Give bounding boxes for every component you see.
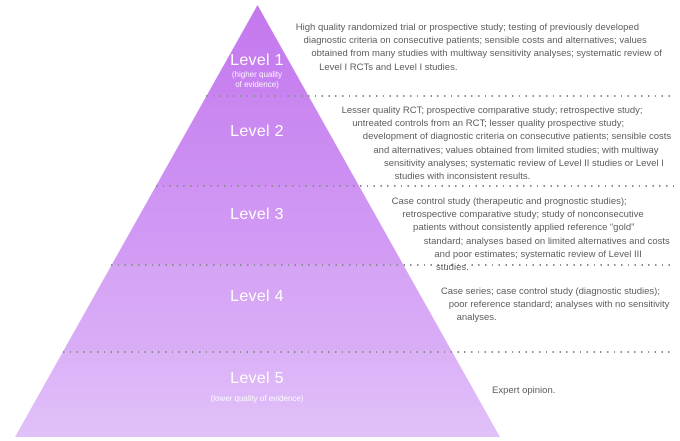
level-1-description: High quality randomized trial or prospec… <box>287 21 673 77</box>
level-5-label-text: Level 5 <box>230 370 284 387</box>
level-5-sublabel: (lower quality of evidence) <box>210 394 304 403</box>
level-1-description-text: High quality randomized trial or prospec… <box>295 22 662 73</box>
level-3-description-text: Case control study (therapeutic and prog… <box>391 196 670 274</box>
level-2-description-text: Lesser quality RCT; prospective comparat… <box>341 105 672 183</box>
level-5-label: Level 5 (lower quality of evidence) <box>177 369 337 406</box>
level-2-label-text: Level 2 <box>230 123 284 140</box>
level-divider-3 <box>111 264 674 266</box>
level-5-description-text: Expert opinion. <box>492 385 556 396</box>
level-3-description: Case control study (therapeutic and prog… <box>380 195 673 273</box>
level-1-label: Level 1 (higher quality of evidence) <box>177 51 337 92</box>
level-1-sublabel: (higher quality of evidence) <box>231 70 283 89</box>
level-4-label-text: Level 4 <box>230 288 284 305</box>
level-2-label: Level 2 <box>177 122 337 141</box>
level-3-label: Level 3 <box>177 205 337 224</box>
level-4-description-text: Case series; case control study (diagnos… <box>440 286 670 324</box>
level-divider-1 <box>206 95 674 97</box>
level-divider-2 <box>156 185 674 187</box>
level-4-description: Case series; case control study (diagnos… <box>432 285 673 327</box>
level-2-description: Lesser quality RCT; prospective comparat… <box>330 104 673 185</box>
level-5-description: Expert opinion. <box>492 384 672 397</box>
level-3-label-text: Level 3 <box>230 206 284 223</box>
level-divider-4 <box>63 351 674 353</box>
level-4-label: Level 4 <box>177 287 337 306</box>
level-1-label-text: Level 1 <box>230 52 284 69</box>
